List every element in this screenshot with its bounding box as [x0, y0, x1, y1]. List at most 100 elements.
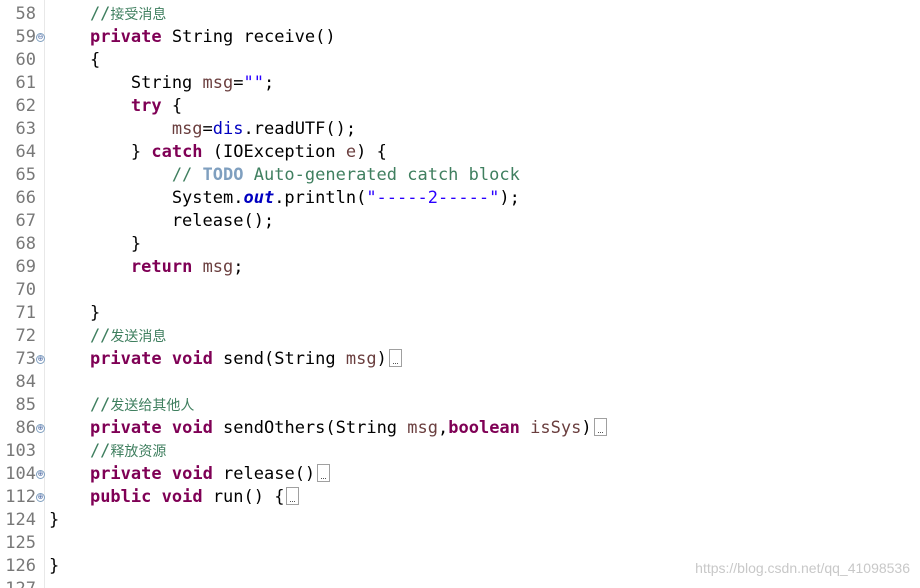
- code-text: }: [49, 302, 100, 325]
- code-line[interactable]: 71 }: [0, 302, 920, 325]
- line-number: 103: [5, 441, 36, 461]
- code-text: //发送消息: [49, 325, 166, 349]
- code-line[interactable]: 59⊖ private String receive(): [0, 26, 920, 49]
- code-line[interactable]: 62 try {: [0, 95, 920, 118]
- code-token: [151, 487, 161, 507]
- code-text: msg=dis.readUTF();: [49, 118, 356, 141]
- code-token: 接受消息: [110, 7, 167, 23]
- code-token: System.: [49, 188, 244, 208]
- code-line[interactable]: 68 }: [0, 233, 920, 256]
- code-token: =: [202, 119, 213, 139]
- code-token: [49, 119, 172, 139]
- code-line[interactable]: 67 release();: [0, 210, 920, 233]
- code-line[interactable]: 85 //发送给其他人: [0, 394, 920, 417]
- code-token: [520, 418, 530, 438]
- code-text: String msg="";: [49, 72, 274, 95]
- expand-fold-icon[interactable]: ⊕: [36, 355, 45, 364]
- expand-fold-icon[interactable]: ⊕: [36, 424, 45, 433]
- code-token: private: [89, 418, 162, 438]
- line-number: 63: [15, 119, 36, 139]
- code-token: msg: [407, 418, 438, 438]
- code-text: private void release(): [49, 463, 331, 486]
- code-text: // TODO Auto-generated catch block: [49, 164, 520, 187]
- code-token: private: [89, 349, 162, 369]
- code-line[interactable]: 63 msg=dis.readUTF();: [0, 118, 920, 141]
- line-number: 66: [15, 188, 36, 208]
- code-line[interactable]: 72 //发送消息: [0, 325, 920, 348]
- code-token: [49, 487, 90, 507]
- code-token: ) {: [356, 142, 387, 162]
- code-text: private String receive(): [49, 26, 336, 49]
- code-token: e: [345, 142, 357, 162]
- code-token: //: [49, 165, 203, 185]
- line-number: 127: [0, 578, 36, 588]
- code-line[interactable]: 126}: [0, 555, 920, 578]
- code-token: boolean: [448, 418, 520, 438]
- code-line[interactable]: 64 } catch (IOException e) {: [0, 141, 920, 164]
- code-line[interactable]: 69 return msg;: [0, 256, 920, 279]
- code-line[interactable]: 103 //释放资源: [0, 440, 920, 463]
- code-token: [162, 464, 172, 484]
- line-number: 70: [15, 280, 36, 300]
- line-number: 112: [5, 487, 36, 507]
- code-line[interactable]: 125: [0, 532, 920, 555]
- code-token: catch: [151, 142, 203, 162]
- code-line[interactable]: 104⊕ private void release(): [0, 463, 920, 486]
- line-number: 64: [15, 142, 36, 162]
- code-text: //发送给其他人: [49, 394, 194, 418]
- code-line[interactable]: 124}: [0, 509, 920, 532]
- code-token: (IOException: [202, 142, 346, 162]
- code-text: //释放资源: [49, 440, 166, 464]
- collapse-fold-icon[interactable]: ⊖: [36, 33, 45, 42]
- code-text: {: [49, 49, 100, 72]
- code-token: Auto-generated catch block: [243, 165, 520, 185]
- collapsed-code-marker-icon[interactable]: [317, 464, 331, 482]
- code-token: private: [89, 27, 162, 47]
- line-number: 60: [15, 50, 36, 70]
- code-text: release();: [49, 210, 274, 233]
- line-number: 124: [5, 510, 36, 530]
- code-line[interactable]: 86⊕ private void sendOthers(String msg,b…: [0, 417, 920, 440]
- code-token: 发送消息: [110, 329, 167, 345]
- collapsed-code-marker-icon[interactable]: [593, 418, 607, 436]
- code-token: void: [171, 349, 213, 369]
- code-token: return: [130, 257, 193, 277]
- line-number: 125: [5, 533, 36, 553]
- expand-fold-icon[interactable]: ⊕: [36, 470, 45, 479]
- code-token: //: [49, 326, 111, 346]
- line-number: 68: [15, 234, 36, 254]
- code-text: }: [49, 509, 59, 532]
- code-token: }: [49, 142, 152, 162]
- line-number: 72: [15, 326, 36, 346]
- code-token: );: [499, 188, 520, 208]
- code-text: } catch (IOException e) {: [49, 141, 387, 164]
- code-line[interactable]: 58 //接受消息: [0, 3, 920, 26]
- code-line[interactable]: 127: [0, 578, 920, 588]
- code-token: send(String: [212, 349, 346, 369]
- code-token: msg: [345, 349, 377, 369]
- code-token: [49, 418, 90, 438]
- code-line[interactable]: 70: [0, 279, 920, 302]
- expand-fold-icon[interactable]: ⊕: [36, 493, 45, 502]
- code-text: System.out.println("-----2-----");: [49, 187, 520, 210]
- code-line[interactable]: 60 {: [0, 49, 920, 72]
- code-line[interactable]: 112⊕ public void run() {: [0, 486, 920, 509]
- code-line[interactable]: 61 String msg="";: [0, 72, 920, 95]
- collapsed-code-marker-icon[interactable]: [286, 487, 300, 505]
- code-line[interactable]: 66 System.out.println("-----2-----");: [0, 187, 920, 210]
- code-token: {: [161, 96, 183, 116]
- code-line[interactable]: 73⊕ private void send(String msg): [0, 348, 920, 371]
- line-number: 67: [15, 211, 36, 231]
- code-token: }: [49, 556, 60, 576]
- code-text: public void run() {: [49, 486, 300, 509]
- code-line[interactable]: 84: [0, 371, 920, 394]
- line-number: 69: [15, 257, 36, 277]
- code-text: return msg;: [49, 256, 244, 279]
- collapsed-code-marker-icon[interactable]: [388, 349, 402, 367]
- code-token: }: [49, 303, 101, 323]
- code-line[interactable]: 65 // TODO Auto-generated catch block: [0, 164, 920, 187]
- code-token: ;: [263, 73, 275, 93]
- code-token: ): [376, 349, 387, 369]
- code-text: }: [49, 233, 141, 256]
